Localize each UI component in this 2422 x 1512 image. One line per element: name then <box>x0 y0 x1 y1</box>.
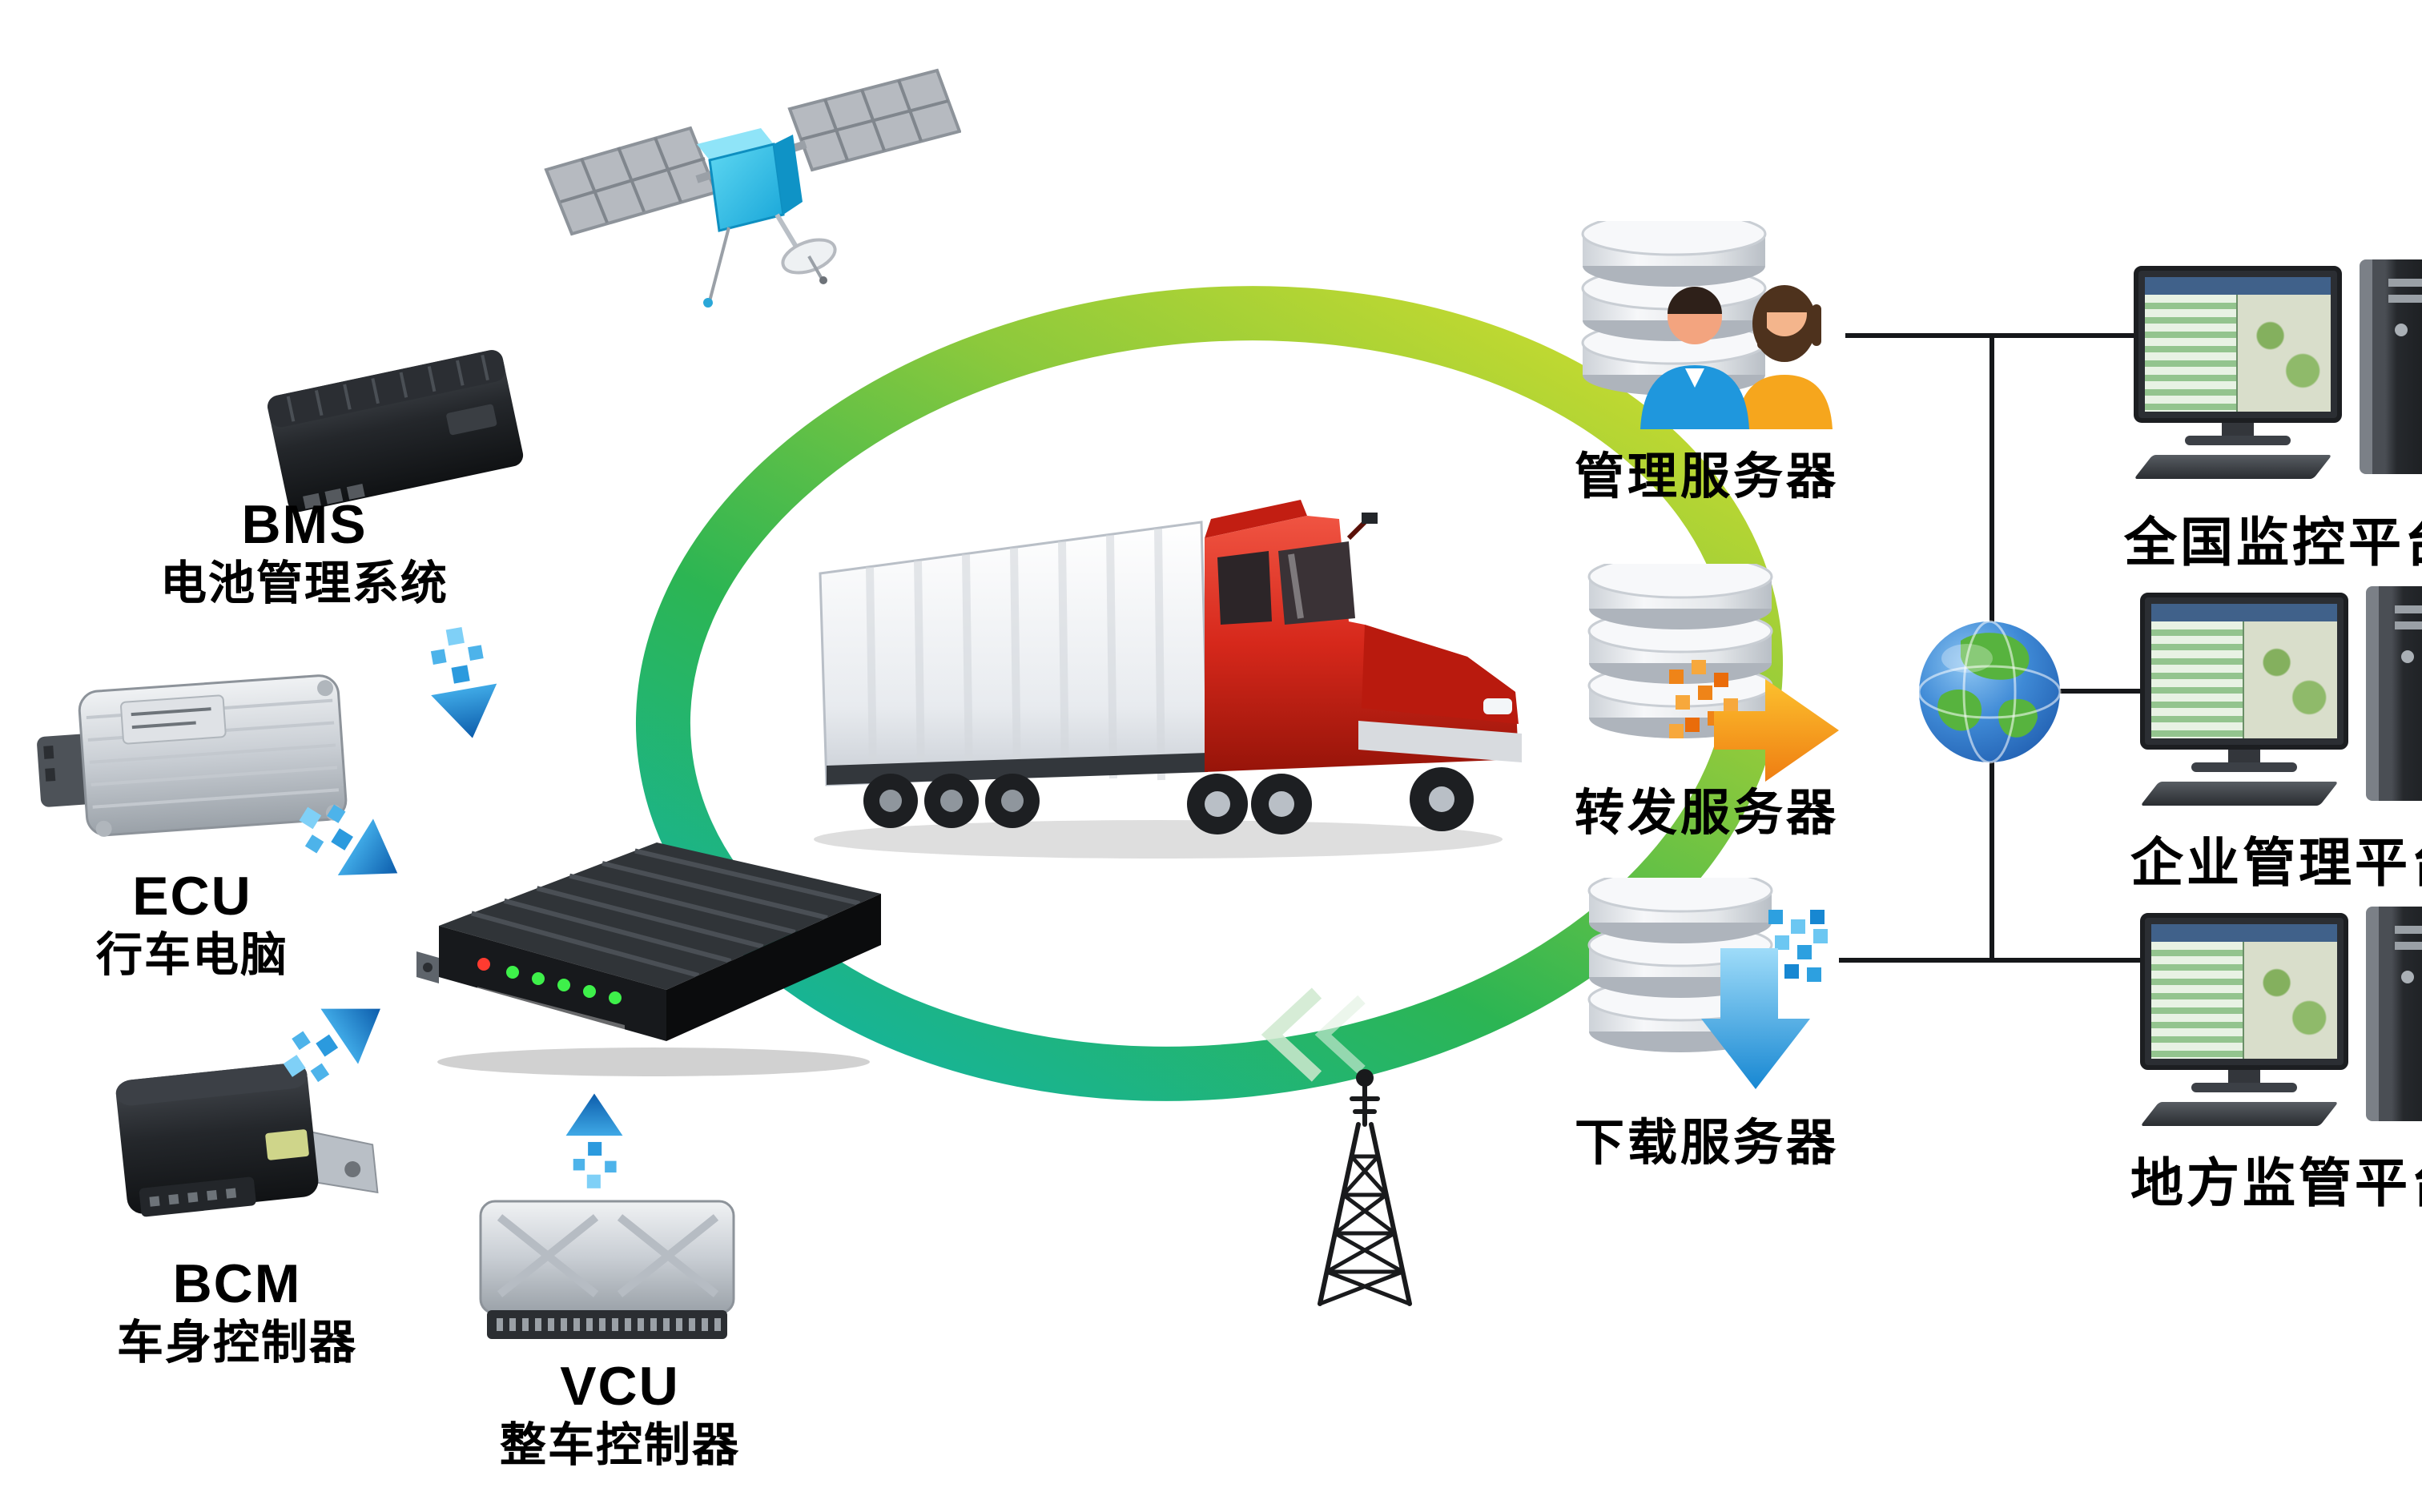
monitoring-app-screen <box>2151 604 2337 738</box>
link-management-to-national <box>1845 333 2159 338</box>
pc-tower-icon <box>2360 259 2422 474</box>
monitoring-app-screen <box>2145 277 2331 412</box>
pc-tower-icon <box>2366 586 2422 801</box>
workstation-local <box>2140 907 2422 1150</box>
bms-title: BMS <box>241 495 368 556</box>
ring-chevron-icon <box>1261 987 1322 1082</box>
forward-arrow-icon <box>1669 660 1839 782</box>
radio-tower-icon <box>1318 1069 1412 1306</box>
local-platform-label: 地方监管平台 <box>2130 1153 2422 1212</box>
truck-icon <box>814 500 1522 859</box>
globe-icon <box>1917 620 2062 764</box>
monitoring-app-screen <box>2151 924 2337 1059</box>
bcm-title: BCM <box>172 1254 302 1315</box>
keyboard-icon <box>2140 782 2339 806</box>
bms-subtitle: 电池管理系统 <box>159 559 449 611</box>
ecu-subtitle: 行车电脑 <box>95 931 288 983</box>
vcu-title: VCU <box>560 1357 680 1418</box>
data-flow-arrow-bms <box>430 626 497 738</box>
download-arrow-icon <box>1701 910 1828 1089</box>
vcu-label: VCU 整车控制器 <box>452 1355 788 1474</box>
ecu-label: ECU 行车电脑 <box>56 865 328 984</box>
vcu-device-icon <box>479 1200 735 1339</box>
forward-server-label: 转发服务器 <box>1575 785 1839 841</box>
national-platform-label: 全国监控平台 <box>2124 513 2422 572</box>
download-server-label: 下载服务器 <box>1575 1115 1839 1171</box>
ecu-device-icon <box>37 674 348 837</box>
link-globe-to-enterprise <box>2057 689 2143 694</box>
keyboard-icon <box>2140 1102 2339 1126</box>
bms-label: BMS 电池管理系统 <box>112 493 497 613</box>
vcu-subtitle: 整车控制器 <box>499 1421 740 1473</box>
bcm-device-icon <box>115 1063 379 1217</box>
monitor-icon <box>2140 913 2348 1070</box>
monitor-icon <box>2140 593 2348 750</box>
link-download-to-local <box>1839 958 2159 963</box>
data-flow-arrow-bcm <box>283 1008 380 1083</box>
workstation-enterprise <box>2140 586 2422 830</box>
enterprise-platform-label: 企业管理平台 <box>2130 833 2422 892</box>
keyboard-icon <box>2134 455 2332 479</box>
monitor-icon <box>2134 266 2342 423</box>
satellite-icon <box>544 68 961 308</box>
ecu-title: ECU <box>132 867 252 927</box>
telematics-terminal-icon <box>416 842 881 1076</box>
bms-device-icon <box>268 350 524 513</box>
management-server-label: 管理服务器 <box>1575 448 1839 505</box>
bcm-label: BCM 车身控制器 <box>77 1253 397 1372</box>
data-flow-arrow-vcu <box>565 1093 623 1188</box>
pc-tower-icon <box>2366 907 2422 1121</box>
bcm-subtitle: 车身控制器 <box>116 1318 357 1370</box>
forward-database-icon <box>1587 564 1773 738</box>
admin-users-icon <box>1640 285 1833 429</box>
workstation-national <box>2134 259 2422 503</box>
data-flow-arrow-ecu <box>299 804 398 876</box>
